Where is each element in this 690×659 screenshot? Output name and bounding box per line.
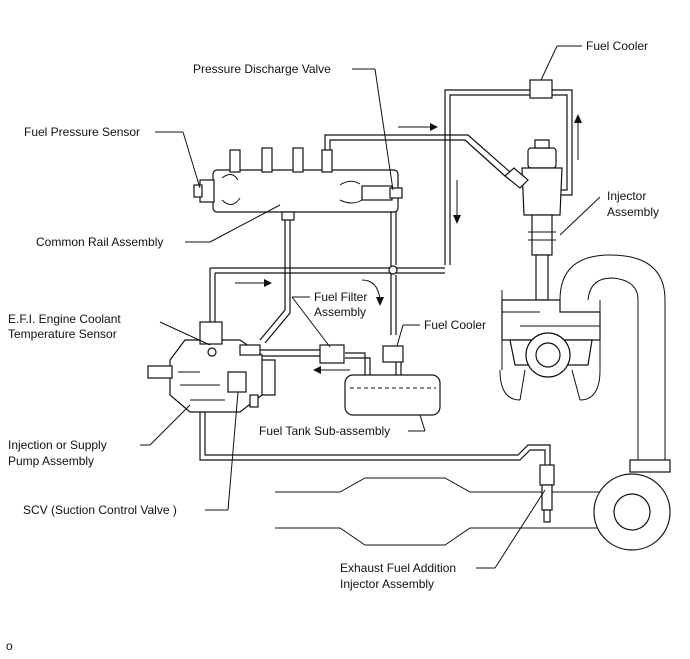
- label-injection-pump-1: Injection or Supply: [8, 438, 107, 452]
- injection-pump: [147, 321, 263, 413]
- labels: Fuel Cooler Pressure Discharge Valve Fue…: [6, 39, 659, 653]
- label-pressure-discharge-valve: Pressure Discharge Valve: [193, 62, 331, 76]
- engine-cylinder: [499, 290, 601, 401]
- common-rail: [193, 147, 403, 221]
- label-injector-assembly-1: Injector: [607, 189, 646, 203]
- label-scv: SCV (Suction Control Valve ): [23, 503, 177, 517]
- fuel-cooler-lower: [382, 345, 404, 363]
- label-exhaust-injector-1: Exhaust Fuel Addition: [340, 561, 456, 575]
- label-injector-assembly-2: Assembly: [607, 205, 659, 219]
- label-fuel-filter-1: Fuel Filter: [314, 290, 367, 304]
- label-fuel-cooler-top: Fuel Cooler: [586, 39, 648, 53]
- fuel-tank: [344, 374, 441, 416]
- leader-lines: [140, 45, 601, 569]
- exhaust-system: [275, 254, 671, 551]
- fuel-filter: [319, 344, 345, 364]
- flow-arrows: [235, 114, 582, 374]
- label-efi-sensor-1: E.F.I. Engine Coolant: [8, 312, 121, 326]
- line-junction: [388, 265, 398, 275]
- label-fuel-filter-2: Assembly: [314, 305, 366, 319]
- label-injection-pump-2: Pump Assembly: [8, 454, 94, 468]
- exhaust-fuel-injector: [539, 464, 555, 523]
- label-efi-sensor-2: Temperature Sensor: [8, 327, 117, 341]
- label-fuel-pressure-sensor: Fuel Pressure Sensor: [24, 125, 140, 139]
- fuel-lines: [199, 89, 573, 465]
- label-exhaust-injector-2: Injector Assembly: [340, 577, 434, 591]
- label-fuel-cooler-lower: Fuel Cooler: [424, 318, 486, 332]
- label-common-rail-assembly: Common Rail Assembly: [36, 235, 163, 249]
- label-fuel-tank: Fuel Tank Sub-assembly: [259, 424, 390, 438]
- corner-mark: o: [6, 639, 13, 653]
- fuel-cooler-top: [529, 79, 553, 99]
- injector-assembly: [504, 139, 563, 301]
